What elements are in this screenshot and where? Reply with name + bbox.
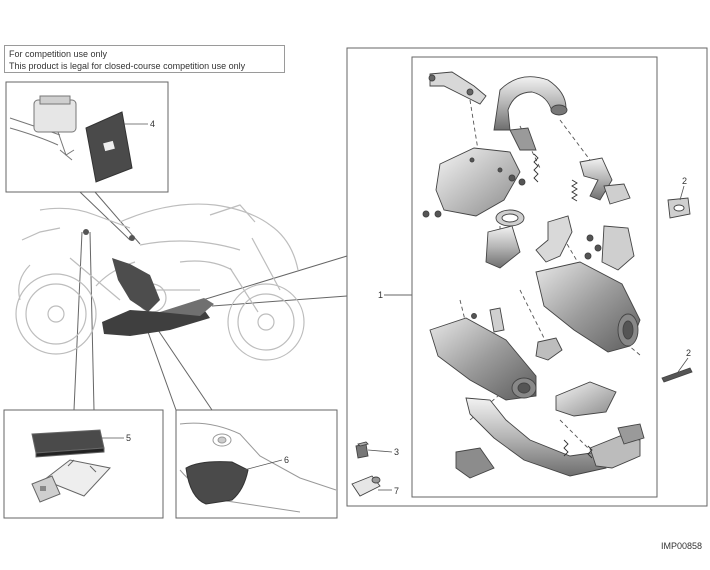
motorcycle-exhaust-highlight (83, 229, 214, 336)
silencer-lower (429, 317, 537, 401)
gasket-2-lower (661, 367, 693, 383)
small-parts (351, 441, 381, 497)
notice-line-2: This product is legal for closed-course … (9, 61, 246, 71)
callout-leaders (100, 123, 689, 491)
gasket-parts (661, 197, 693, 383)
callout-4: 4 (150, 119, 155, 129)
motorcycle-illustration (15, 203, 305, 361)
competition-notice: For competition use only This product is… (4, 45, 285, 73)
detail-4-illustration (9, 95, 133, 183)
mid-connector-pipe (485, 225, 521, 269)
detail-6-illustration (179, 422, 337, 513)
image-code: IMP00858 (660, 541, 702, 551)
detail-box-4 (5, 81, 169, 193)
exhaust-kit-parts (422, 71, 645, 479)
kit-inner-box (411, 56, 658, 498)
heat-shield-lower (555, 381, 617, 417)
header-pipe-top (493, 76, 567, 131)
bracket-lower (455, 447, 495, 479)
bracket-middle (535, 337, 563, 361)
kit-outer-box (346, 47, 708, 507)
notice-line-1: For competition use only (9, 49, 108, 59)
callout-6: 6 (284, 455, 289, 465)
heat-guard-right (601, 225, 635, 271)
callout-1: 1 (378, 290, 383, 300)
callout-5: 5 (126, 433, 131, 443)
mounting-bracket-top (429, 71, 487, 105)
callout-2-lower: 2 (686, 348, 691, 358)
part-3-nut (355, 443, 369, 459)
mounting-bracket-right (535, 215, 573, 263)
leader-lines (73, 191, 412, 411)
spring-upper (533, 153, 539, 183)
heat-shield-upper (435, 147, 521, 217)
elbow-pipe-right (579, 157, 613, 201)
end-pipe-lower-right (589, 435, 641, 469)
callout-7: 7 (394, 486, 399, 496)
detail-5-illustration (31, 429, 111, 503)
callout-3: 3 (394, 447, 399, 457)
heat-patch-6 (185, 461, 249, 505)
callout-2-upper: 2 (682, 176, 687, 186)
